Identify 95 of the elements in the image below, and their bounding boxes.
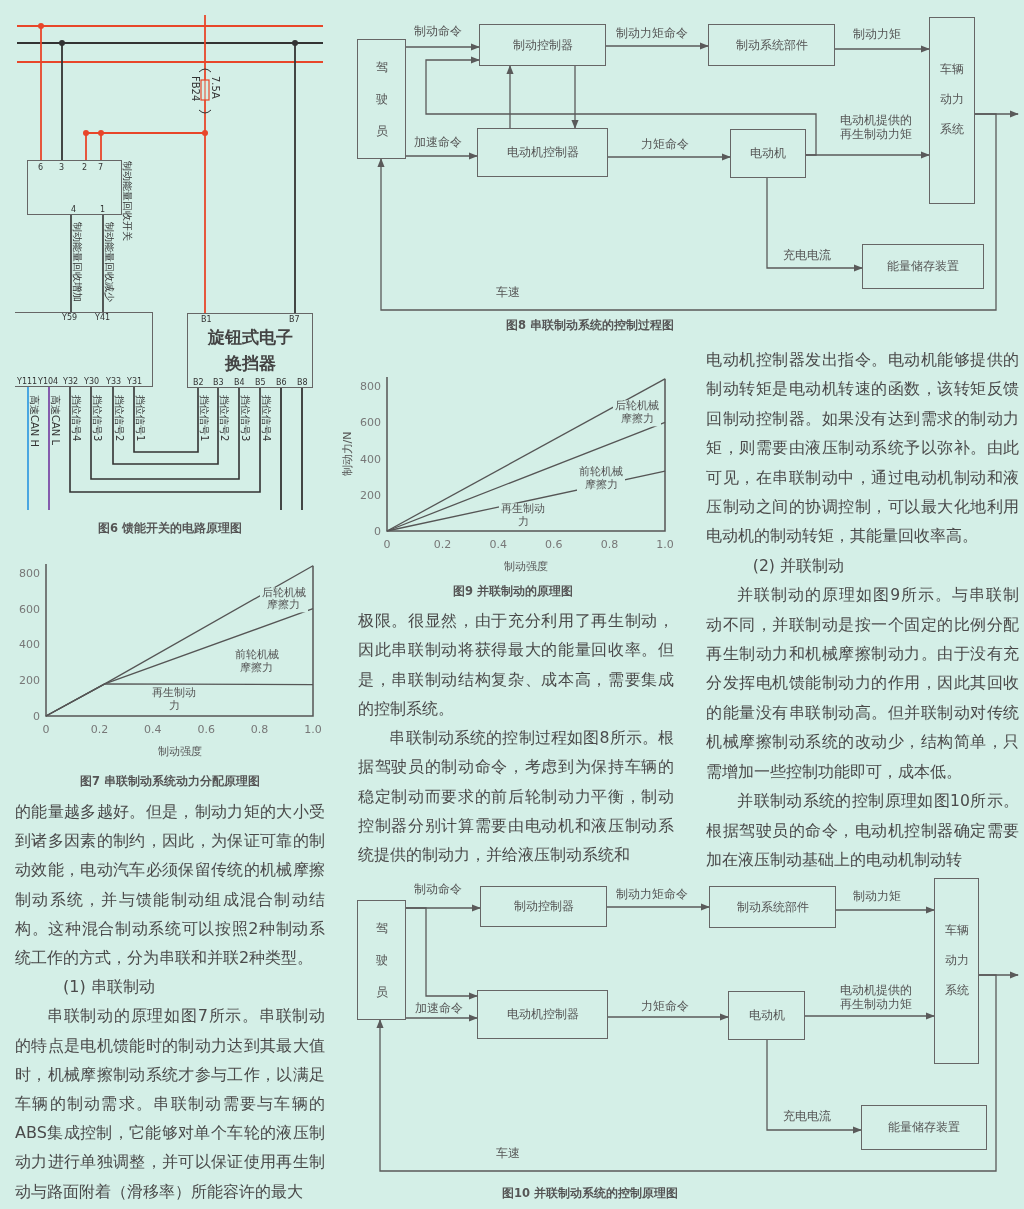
tick-label: 400 [360,452,381,466]
pin-label: 7 [98,163,104,172]
figure-caption: 图7 串联制动系统动力分配原理图 [79,774,261,789]
wire-label: 挡位信号4 [70,395,83,442]
body-paragraph: 极限。很显然，由于充分利用了再生制动，因此串联制动将获得最大的能量回收率。但是，串联制动结构复杂、成本高，需要集成的控制系统。 [358,610,674,720]
chart-annotation: 后轮机械摩擦力 [259,587,308,613]
figure-caption: 图10 并联制动系统的控制原理图 [501,1186,679,1201]
body-paragraph: 电动机控制器发出指令。电动机能够提供的制动转矩是电动机转速的函数，该转矩反馈回制动控制器。如果没有达到需求的制动力矩，则需要由液压制动系统予以弥补。由此可见，在串联制动中，通过电动机制动和液压制动之间的协调控制，可以最大化地利用电动机的制动转矩，其能量回收率高。 [706,350,1019,548]
tick-label: 0.2 [90,723,109,736]
wire-label: 挡位信号3 [239,395,252,442]
pin-label: 1 [100,205,106,214]
chart-annotation: 再生制动力 [499,503,548,529]
body-paragraph: 并联制动的原理如图9所示。与串联制动不同，并联制动是按一个固定的比例分配再生制动力和机械摩擦制动力。由于没有充分发挥电机馈能制动力的作用，因此其回收的能量没有串联制动高。但并联制动对传统机械摩擦制动系统的改动少，结构简单，只需增加一些控制功能即可，成本低。 [706,585,1019,783]
edge-label: 充电电流 [783,249,831,263]
tick-label: 1.0 [656,538,674,551]
pin-label: Y111 [17,377,38,386]
edge-label: 制动力矩 [853,890,901,904]
tick-label: 0 [383,538,391,551]
wire-label: 挡位信号1 [134,395,147,442]
wire-label: 7.5A [210,76,221,99]
tick-label: 0.6 [545,538,563,551]
figure-caption: 图9 并联制动的原理图 [452,584,574,599]
body-paragraph: 串联制动系统的控制过程如图8所示。根据驾驶员的制动命令，考虑到为保持车辆的稳定制动而要求的前后轮制动力平衡，制动控制器分别计算需要由电动机和液压制动系统提供的制动力，并给液压制动系统和 [358,727,674,867]
tick-label: 0 [42,723,50,736]
body-paragraph: 串联制动的原理如图7所示。串联制动的特点是电机馈能时的制动力达到其最大值时，机械摩擦制动系统才参与工作，以满足车辆的制动需求。串联制动需要与车辆的ABS集成控制，它能够对单个车轮的液压制动力进行单独调整，并可以保证使用再生制动与路面附着（滑移率）所能容许的最大 [15,1005,325,1203]
pin-label: 6 [38,163,44,172]
tick-label: 400 [19,638,40,652]
axis-title: 制动强度 [504,559,548,574]
tick-label: 600 [19,602,40,616]
tick-label: 0 [33,710,40,723]
pin-label: 2 [82,163,88,172]
tick-label: 0.4 [489,538,507,551]
tick-label: 200 [19,674,40,688]
pin-label: Y31 [127,377,143,386]
wire-label: 挡位信号3 [91,395,104,442]
pin-label: B3 [213,378,224,387]
tick-label: 1.0 [304,723,322,736]
pin-label: B5 [255,378,266,387]
chart-annotation: 再生制动力 [150,687,199,713]
edge-label: 制动命令 [414,883,462,897]
wire-label: 挡位信号2 [113,395,126,442]
chart-annotation: 后轮机械摩擦力 [613,400,662,426]
body-paragraph: 的能量越多越好。但是，制动力矩的大小受到诸多因素的制约，因此，为保证可靠的制动效能，电动汽车必须保留传统的机械摩擦制动系统，并与馈能制动组成混合制动结构。这种混合制动系统可以按照2种制动系统工作的方式，分为串联和并联2种类型。 [15,801,325,969]
pin-label: Y33 [106,377,122,386]
component-label: 制动能量回收开关 [121,161,134,241]
pin-label: B8 [297,378,308,387]
tick-label: 0.8 [600,538,619,551]
edge-label: 加速命令 [414,136,462,150]
pin-label: 3 [59,163,65,172]
tick-label: 0.2 [433,538,452,551]
pin-label: B4 [234,378,245,387]
pin-label: Y32 [63,377,79,386]
edge-label: 力矩命令 [641,138,689,152]
wire-label: 高速CAN L [49,395,62,446]
wire-label: 挡位信号2 [218,395,231,442]
edge-label: 制动力矩命令 [616,27,688,41]
axis-title: 制动力/N [339,431,355,477]
pin-label: B2 [193,378,204,387]
tick-label: 600 [360,416,381,430]
wire-label: FB24 [190,76,201,102]
chart-annotation: 前轮机械摩擦力 [577,466,626,492]
pin-label: B6 [276,378,287,387]
edge-label: 加速命令 [415,1002,463,1016]
tick-label: 0.6 [197,723,215,736]
pin-label: Y41 [95,313,111,322]
chart-annotation: 前轮机械摩擦力 [232,649,281,675]
edge-label: 车速 [496,1147,520,1161]
tick-label: 800 [19,566,40,580]
tick-label: 0.4 [144,723,162,736]
edge-label: 制动能量回收增加 [71,222,84,302]
section-heading: (2) 并联制动 [751,555,845,577]
edge-label: 制动力矩命令 [616,888,688,902]
pin-label: Y104 [38,377,59,386]
edge-label: 制动能量回收减少 [103,222,116,302]
edge-label: 车速 [496,286,520,300]
edge-label: 力矩命令 [641,1000,689,1014]
figure-caption: 图6 馈能开关的电路原理图 [97,521,243,536]
tick-label: 0.8 [250,723,269,736]
pin-label: B1 [201,315,212,324]
pin-label: Y30 [84,377,100,386]
axis-title: 制动强度 [157,744,202,759]
wire-label: 挡位信号4 [260,395,273,442]
tick-label: 0 [374,525,381,538]
tick-label: 800 [360,380,381,394]
edge-label: 制动力矩 [853,28,901,42]
tick-label: 200 [360,488,381,502]
edge-label: 制动命令 [414,25,462,39]
figure-caption: 图8 串联制动系统的控制过程图 [505,318,675,333]
pin-label: 4 [71,205,77,214]
pin-label: B7 [289,315,300,324]
wire-label: 挡位信号1 [198,395,211,442]
body-paragraph: 并联制动系统的控制原理如图10所示。根据驾驶员的命令，电动机控制器确定需要加在液压制动基础上的电动机制动转 [706,791,1019,871]
edge-label: 充电电流 [783,1110,831,1124]
pin-label: Y59 [62,313,78,322]
section-heading: (1) 串联制动 [62,976,156,999]
